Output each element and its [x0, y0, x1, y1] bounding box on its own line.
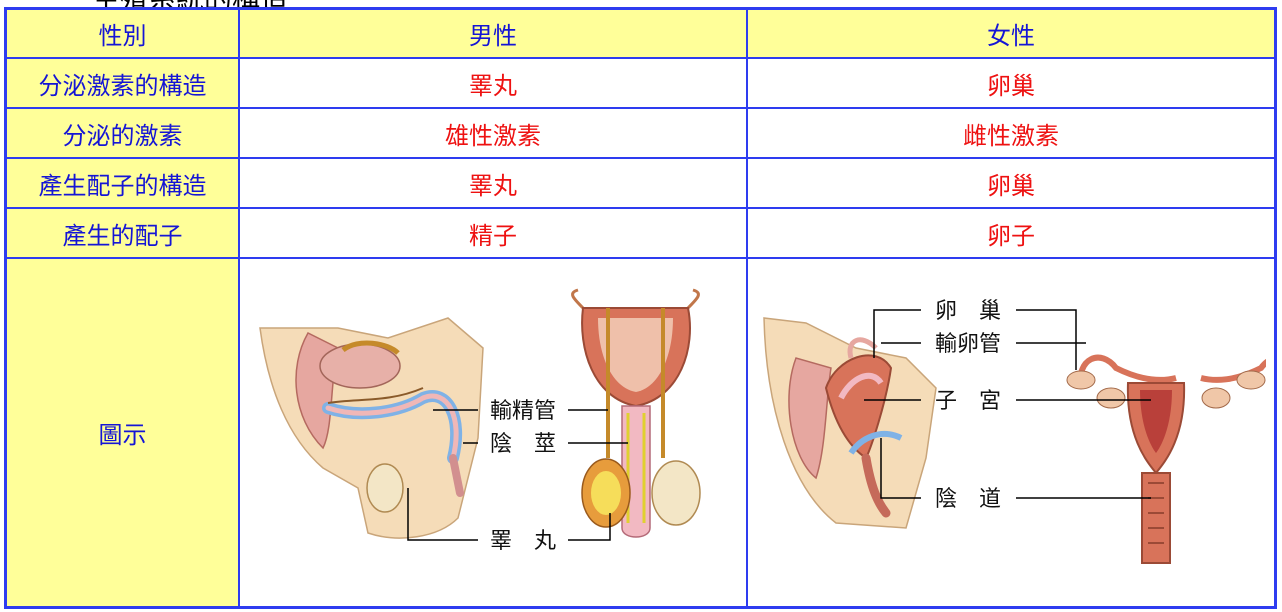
- table-row: 產生配子的構造 睪丸 卵巢: [6, 158, 1275, 208]
- table-row: 分泌激素的構造 睪丸 卵巢: [6, 58, 1275, 108]
- label-ovary: 卵 巢: [935, 299, 1001, 324]
- row-label: 產生配子的構造: [6, 158, 239, 208]
- row-label: 圖示: [6, 258, 239, 607]
- header-female: 女性: [747, 9, 1275, 58]
- male-diagram-cell: 輸精管 陰 莖 睪 丸: [239, 258, 747, 607]
- female-diagram-cell: 卵 巢 輸卵管 子 宮 陰 道: [747, 258, 1275, 607]
- female-value: 卵子: [747, 208, 1275, 258]
- male-reproductive-diagram: 輸精管 陰 莖 睪 丸: [259, 288, 701, 554]
- male-value: 精子: [239, 208, 747, 258]
- male-value: 睪丸: [239, 158, 747, 208]
- label-testis: 睪 丸: [490, 529, 556, 554]
- label-penis: 陰 莖: [490, 432, 556, 457]
- page-title: 生殖系統的構造: [92, 0, 288, 8]
- row-label: 產生的配子: [6, 208, 239, 258]
- page-title-clipped: 生殖系統的構造: [0, 0, 1282, 8]
- label-vagina: 陰 道: [935, 487, 1001, 512]
- female-value: 卵巢: [747, 158, 1275, 208]
- male-value: 雄性激素: [239, 108, 747, 158]
- female-value: 雌性激素: [747, 108, 1275, 158]
- female-reproductive-diagram: 卵 巢 輸卵管 子 宮 陰 道: [763, 299, 1266, 564]
- table-row: 產生的配子 精子 卵子: [6, 208, 1275, 258]
- table-row: 分泌的激素 雄性激素 雌性激素: [6, 108, 1275, 158]
- row-label: 分泌的激素: [6, 108, 239, 158]
- diagram-row: 圖示: [6, 258, 1275, 607]
- label-vas-deferens: 輸精管: [490, 399, 556, 424]
- row-label: 分泌激素的構造: [6, 58, 239, 108]
- male-value: 睪丸: [239, 58, 747, 108]
- female-value: 卵巢: [747, 58, 1275, 108]
- header-sex: 性別: [6, 9, 239, 58]
- comparison-table: 性別 男性 女性 分泌激素的構造 睪丸 卵巢 分泌的激素 雄性激素 雌性激素 產…: [4, 7, 1277, 609]
- table-header-row: 性別 男性 女性: [6, 9, 1275, 58]
- label-uterus: 子 宮: [935, 389, 1001, 414]
- header-male: 男性: [239, 9, 747, 58]
- label-oviduct: 輸卵管: [935, 332, 1001, 357]
